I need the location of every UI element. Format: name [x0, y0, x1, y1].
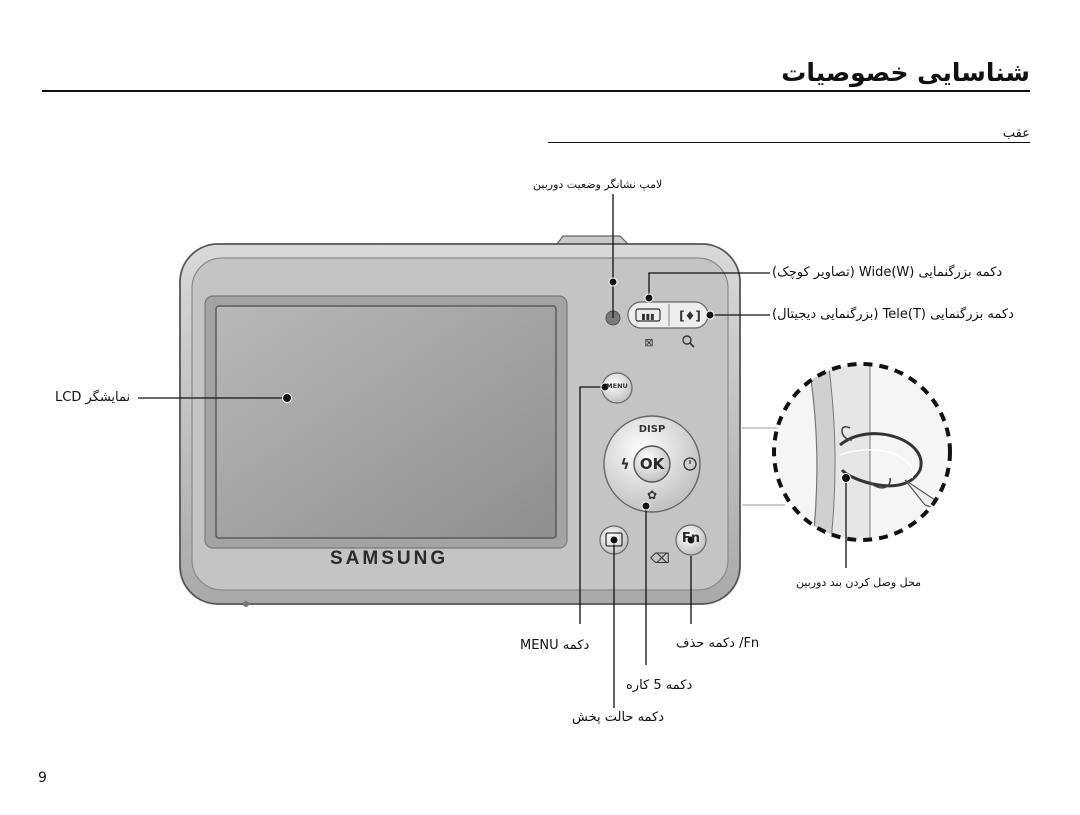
- callout-menu: دکمه MENU: [520, 638, 590, 653]
- callout-fn: Fn/ دکمه حذف: [676, 636, 760, 651]
- callout-wide: دکمه بزرگنمایی Wide(W) (تصاویر کوچک): [772, 265, 1003, 280]
- title-rule: [42, 90, 1030, 92]
- fn-button[interactable]: Fn: [681, 531, 701, 546]
- brand-logo: SAMSUNG: [330, 548, 449, 569]
- shutter-hump: [555, 235, 630, 245]
- subtitle-rule: [548, 142, 1030, 143]
- svg-text:[♦]: [♦]: [679, 309, 701, 323]
- svg-text:⌫: ⌫: [650, 551, 670, 567]
- svg-text:▮▮▮: ▮▮▮: [641, 312, 654, 321]
- callout-five-function: دکمه 5 کاره: [626, 678, 693, 693]
- callout-strap: محل وصل کردن بند دوربین: [796, 576, 922, 589]
- section-subtitle: عقب: [1002, 126, 1030, 141]
- svg-text:ϟ: ϟ: [620, 457, 629, 473]
- page-number: 9: [38, 770, 47, 786]
- menu-button[interactable]: MENU: [606, 382, 628, 390]
- page-title: شناسایی خصوصیات: [781, 58, 1030, 87]
- svg-text:⊠: ⊠: [644, 336, 653, 349]
- callout-lcd: نمایشگر LCD: [55, 390, 131, 405]
- ok-button[interactable]: OK: [639, 455, 665, 473]
- callout-status-lamp: لامپ نشانگر وضعیت دوربین: [533, 178, 663, 191]
- callout-tele: دکمه بزرگنمایی Tele(T) (بزرگنمایی دیجیتا…: [772, 307, 1014, 322]
- svg-text:✿: ✿: [647, 488, 657, 502]
- strap-detail: [774, 364, 950, 540]
- callout-play: دکمه حالت پخش: [572, 710, 665, 725]
- lcd-screen: [215, 305, 557, 539]
- disp-label[interactable]: DISP: [638, 424, 666, 435]
